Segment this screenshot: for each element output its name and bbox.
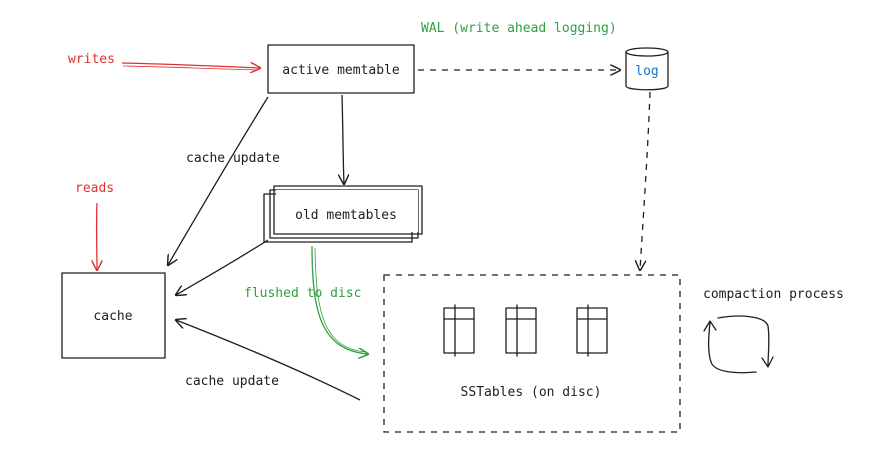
cache-update-label-top: cache update xyxy=(186,151,280,166)
sstable-icon xyxy=(443,304,475,357)
sstables-label: SSTables (on disc) xyxy=(461,385,602,400)
log-label: log xyxy=(635,64,658,79)
old-memtables-box: old memtables xyxy=(263,185,423,243)
sstable-icon xyxy=(576,304,608,357)
writes-arrow: writes xyxy=(68,52,260,70)
cache-label: cache xyxy=(93,309,132,324)
flushed-to-disc-label: flushed to disc xyxy=(244,286,361,301)
cache-update-label-bottom: cache update xyxy=(185,374,279,389)
compaction-cycle-icon xyxy=(703,315,774,374)
cache-update-arrow-bottom xyxy=(176,320,361,401)
old-memtables-to-cache-arrow xyxy=(176,239,269,295)
reads-label: reads xyxy=(75,181,114,196)
sstable-icon xyxy=(505,304,537,357)
log-cylinder: log xyxy=(625,47,669,91)
old-memtables-label: old memtables xyxy=(295,208,397,223)
cache-box: cache xyxy=(61,272,166,359)
reads-arrow: reads xyxy=(75,181,114,270)
writes-label: writes xyxy=(68,52,115,67)
compaction-label: compaction process xyxy=(703,287,844,302)
sstables-container: SSTables (on disc) xyxy=(383,274,681,433)
cache-update-arrow-top xyxy=(168,96,269,265)
memtable-rotate-arrow xyxy=(342,94,344,184)
wal-label: WAL (write ahead logging) xyxy=(421,21,617,36)
active-memtable-box: active memtable xyxy=(267,44,415,94)
log-to-sstables-arrow xyxy=(640,91,651,270)
flush-arrow: flushed to disc xyxy=(244,245,368,354)
active-memtable-label: active memtable xyxy=(282,63,400,78)
